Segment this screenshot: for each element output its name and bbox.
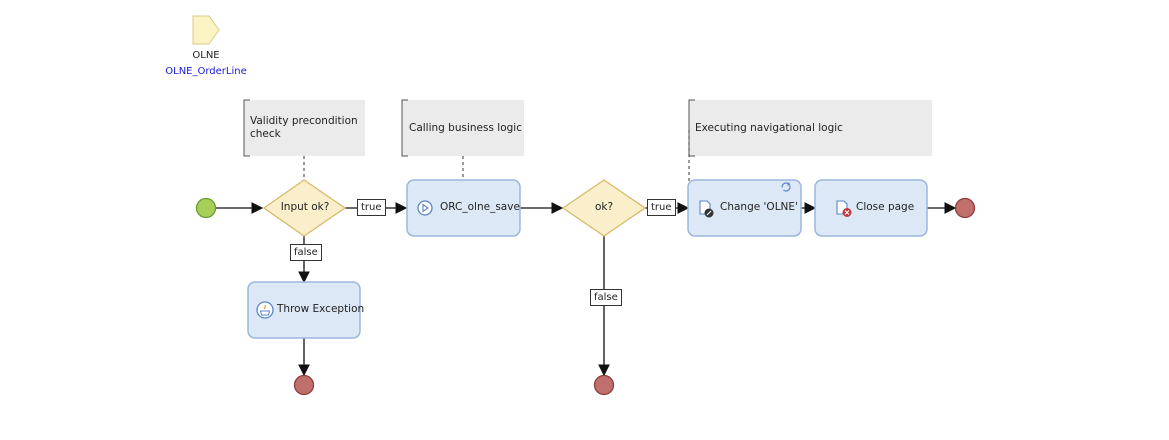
refresh-icon [781, 182, 791, 192]
parameter-icon[interactable] [192, 15, 220, 45]
end-event-main[interactable] [954, 197, 976, 219]
activity-change-label: Change 'OLNE' [720, 201, 798, 213]
start-event[interactable] [195, 197, 217, 219]
end-event-ok-false[interactable] [593, 374, 615, 396]
flow-label-input-true: true [357, 199, 386, 216]
activity-orc-save[interactable] [406, 179, 521, 237]
annotation-business-text: Calling business logic [409, 122, 522, 134]
activity-close-page[interactable] [814, 179, 928, 237]
annotation-navigation[interactable] [688, 99, 932, 157]
decision-input-ok-label: Input ok? [280, 201, 330, 213]
change-object-icon [699, 200, 714, 218]
annotation-business[interactable] [401, 99, 524, 157]
activity-orc-save-label: ORC_olne_save [440, 201, 520, 213]
flow-label-ok-false: false [590, 289, 622, 306]
parameter-type: OLNE_OrderLine [165, 66, 247, 77]
microflow-call-icon [417, 200, 433, 216]
close-page-icon [836, 200, 852, 217]
flow-label-ok-true: true [647, 199, 676, 216]
annotation-validity-text: Validity precondition check [250, 115, 358, 140]
activity-close-page-label: Close page [856, 201, 915, 213]
annotation-validity[interactable] [243, 99, 365, 157]
activity-change[interactable] [687, 179, 802, 237]
activity-throw-exception[interactable] [247, 281, 361, 339]
decision-input-ok[interactable] [262, 179, 347, 237]
java-exception-icon [256, 301, 274, 319]
decision-ok-label: ok? [594, 201, 614, 213]
end-event-exception[interactable] [293, 374, 315, 396]
parameter-name: OLNE [192, 50, 220, 61]
decision-ok[interactable] [561, 179, 647, 237]
flow-label-input-false: false [290, 244, 322, 261]
activity-throw-exception-label: Throw Exception [277, 303, 365, 315]
annotation-navigation-text: Executing navigational logic [695, 122, 843, 134]
